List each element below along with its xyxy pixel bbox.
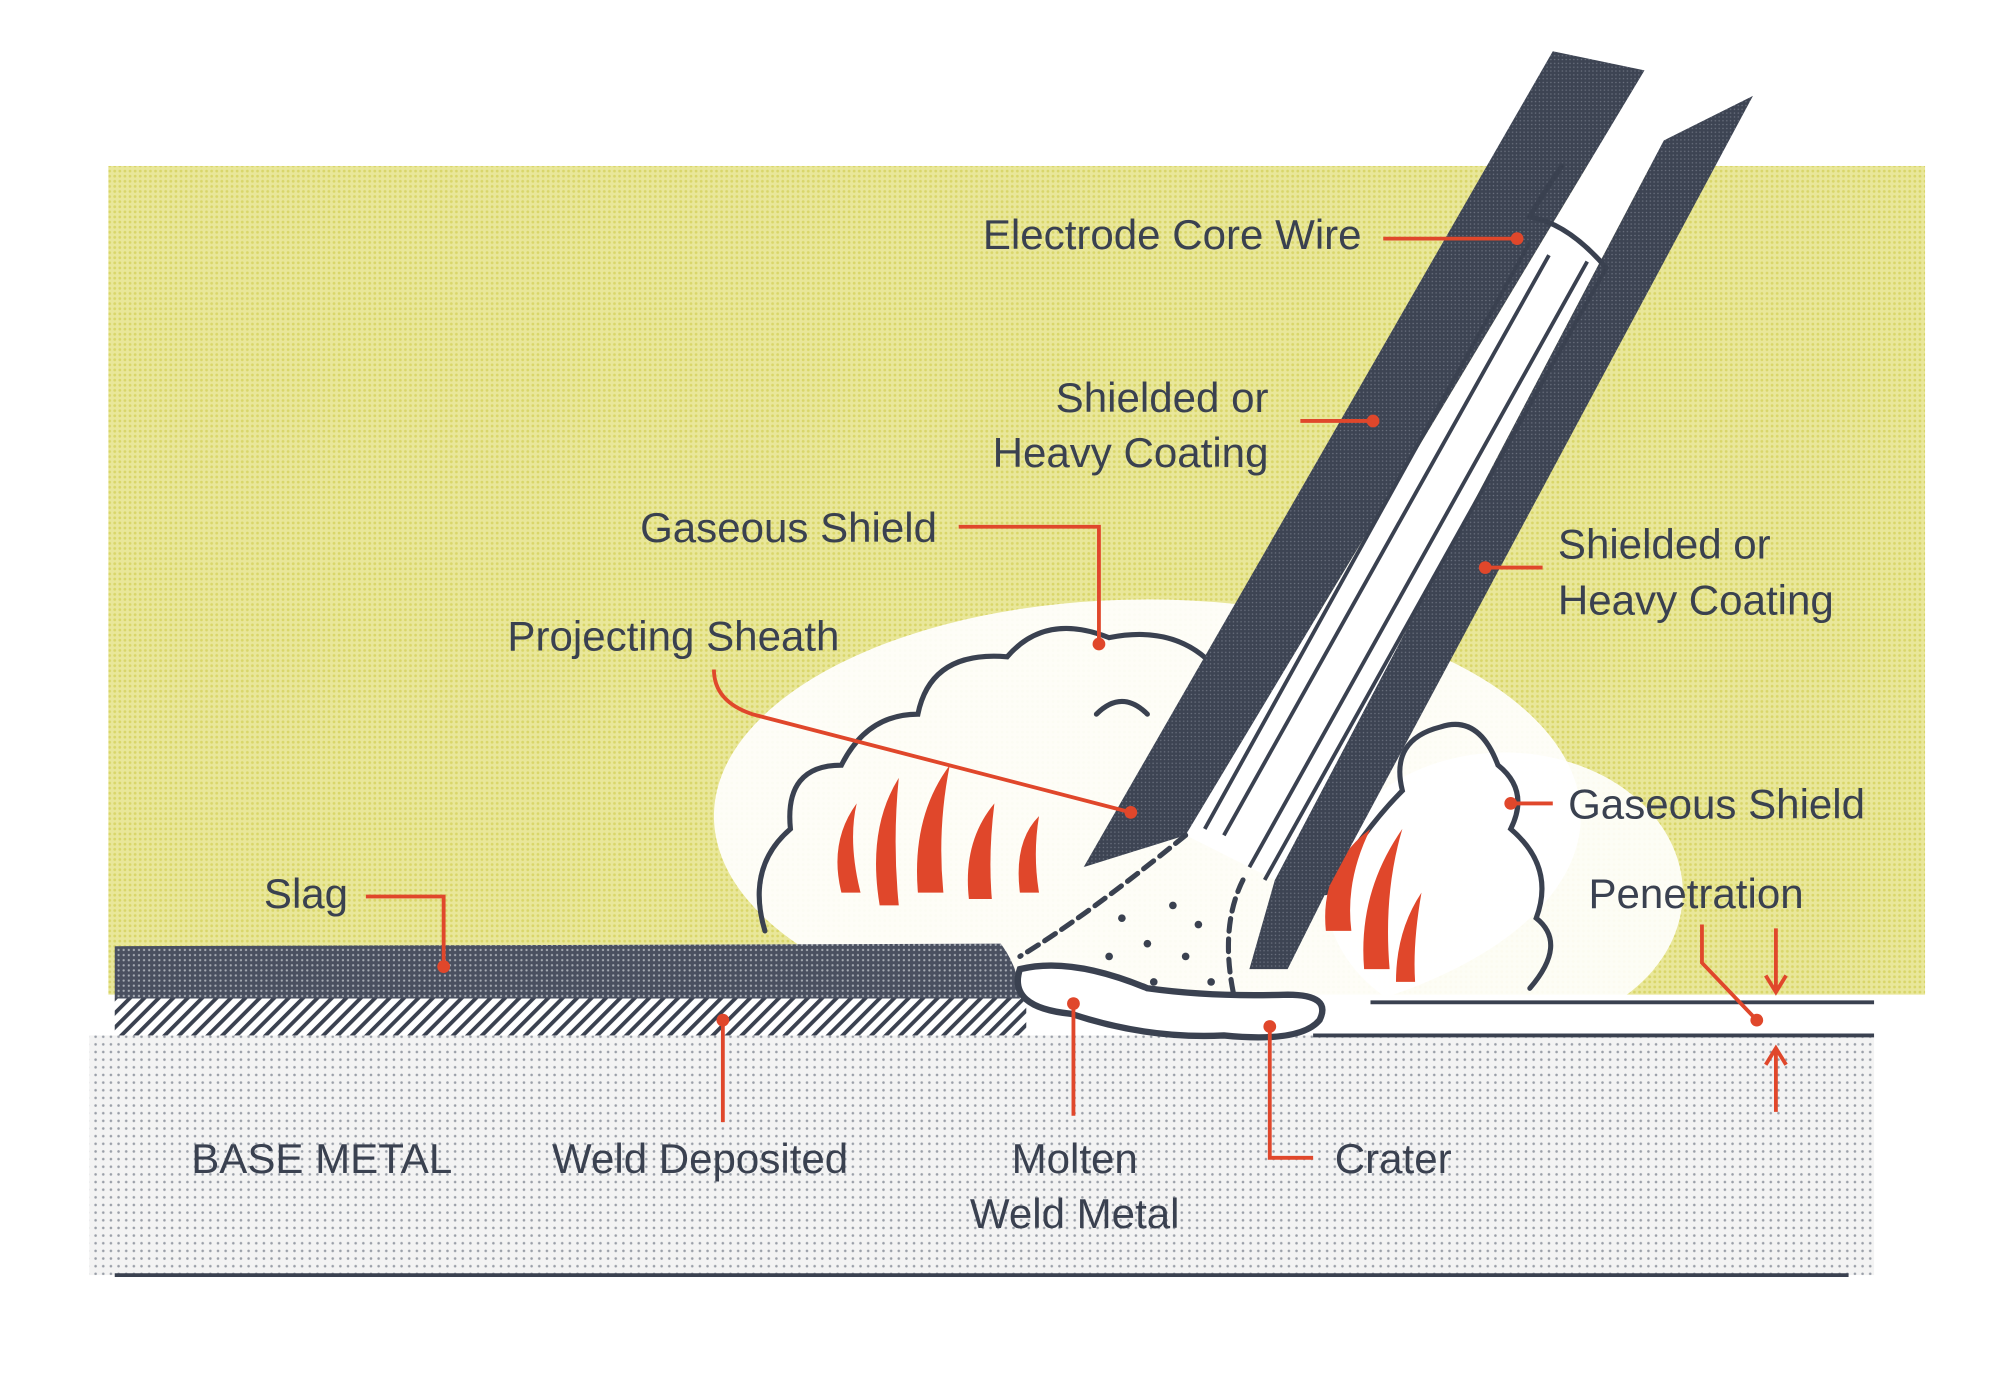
label-slag: Slag: [264, 870, 348, 917]
label-gaseous-shield-left: Gaseous Shield: [640, 504, 937, 551]
label-electrode-core-wire: Electrode Core Wire: [983, 211, 1362, 258]
label-gaseous-shield-right: Gaseous Shield: [1568, 781, 1865, 828]
label-coating-right-2: Heavy Coating: [1558, 577, 1834, 624]
label-coating-left-2: Heavy Coating: [993, 429, 1269, 476]
label-weld-deposited: Weld Deposited: [552, 1135, 848, 1182]
electrode: [1083, 51, 1753, 970]
label-base-metal: BASE METAL: [191, 1135, 452, 1182]
label-coating-right-1: Shielded or: [1558, 521, 1771, 568]
weld-deposit: [114, 998, 1027, 1036]
label-penetration: Penetration: [1588, 870, 1803, 917]
label-coating-left-1: Shielded or: [1056, 374, 1269, 421]
label-crater: Crater: [1335, 1135, 1452, 1182]
molten-pool: [1014, 962, 1326, 1041]
gaseous-shield-cloud: [756, 625, 1554, 991]
arc-cone: [1017, 832, 1246, 1010]
leader-lines: [365, 232, 1788, 1160]
slag-layer: [114, 943, 1020, 999]
label-molten-2: Weld Metal: [970, 1190, 1180, 1237]
label-molten-1: Molten: [1012, 1135, 1138, 1182]
arc-flames: [837, 765, 1422, 982]
base-metal: [89, 1035, 1875, 1276]
label-projecting-sheath: Projecting Sheath: [507, 612, 839, 659]
